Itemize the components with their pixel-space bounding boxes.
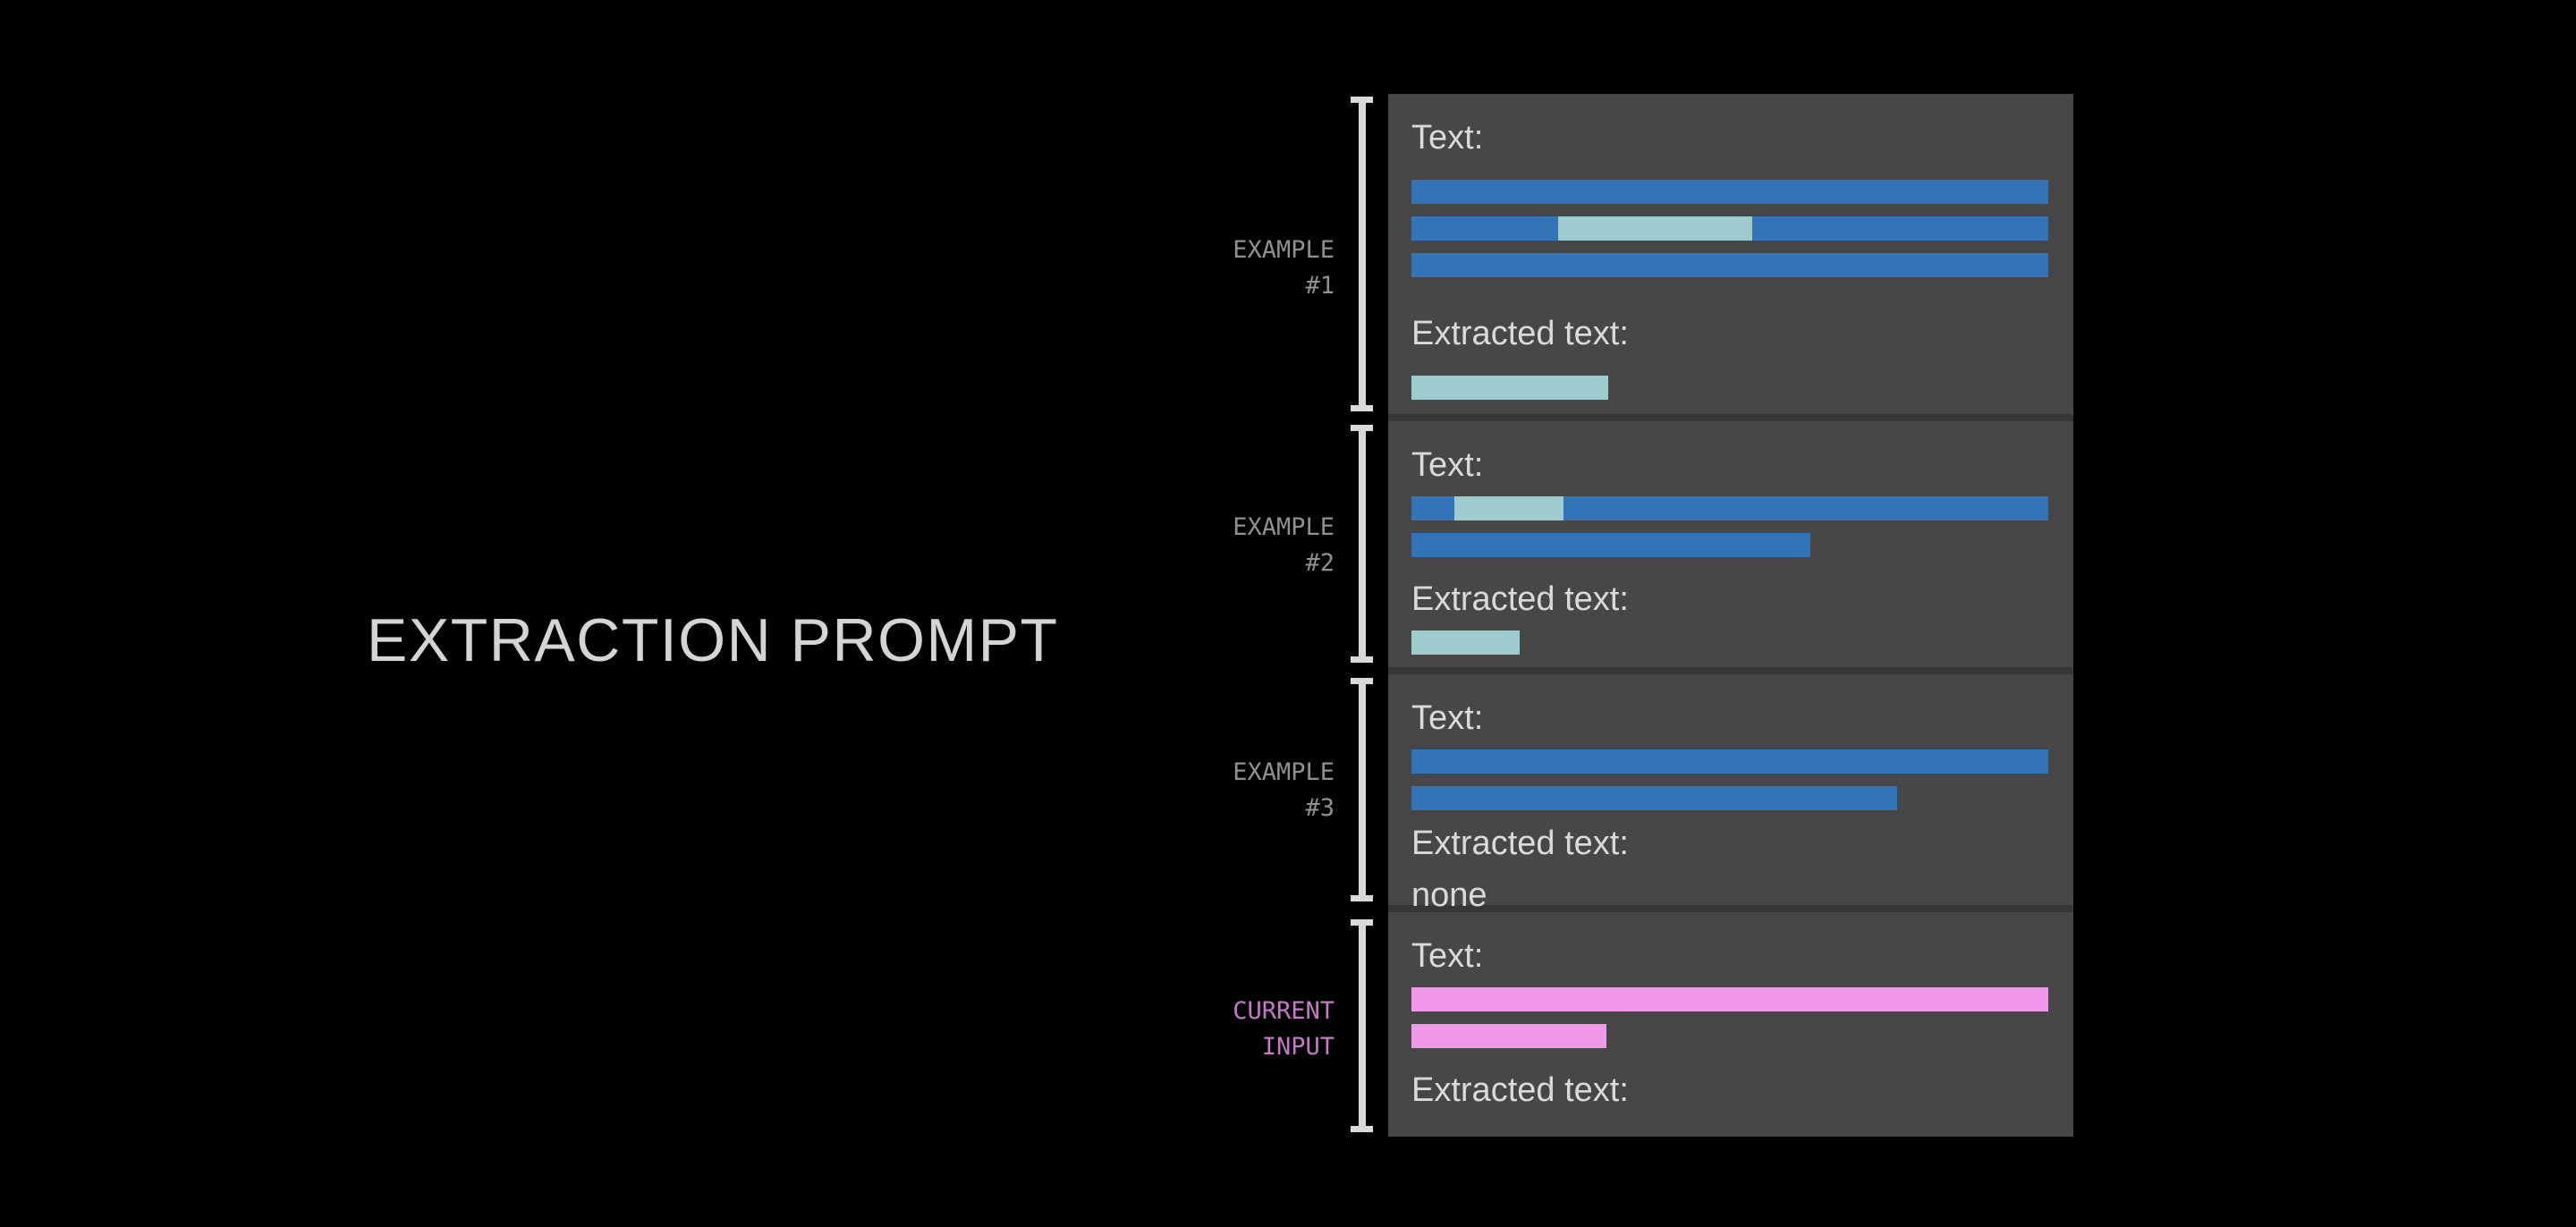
text-label: Text: <box>1411 699 1484 737</box>
section-label: EXAMPLE #3 <box>1233 755 1335 826</box>
blue-text-segment <box>1411 180 2048 204</box>
blue-text-segment <box>1411 749 2048 774</box>
section-label-line: EXAMPLE <box>1233 513 1335 541</box>
bracket-stem <box>1358 431 1366 656</box>
teal-text-segment <box>1558 216 1752 241</box>
pink-text-segment <box>1411 1024 1606 1048</box>
redacted-text-bar <box>1411 749 2073 774</box>
redacted-text-bar <box>1411 496 2073 520</box>
teal-text-segment <box>1454 496 1563 520</box>
bracket <box>1351 678 1373 901</box>
blue-text-segment <box>1411 216 1558 241</box>
section-label-line: CURRENT <box>1233 997 1335 1025</box>
example-panel: Text: Extracted text: <box>1388 94 2073 414</box>
extracted-text-label: Extracted text: <box>1411 1071 1629 1109</box>
blue-text-segment <box>1411 786 1897 810</box>
redacted-text-bar <box>1411 987 2073 1011</box>
redacted-text-bar <box>1411 1024 2073 1048</box>
blue-text-segment <box>1411 253 2048 277</box>
redacted-text-bar <box>1411 216 2073 241</box>
extracted-text-bar <box>1411 376 2073 400</box>
section-label: EXAMPLE #2 <box>1233 510 1335 581</box>
teal-text-segment <box>1411 376 1608 400</box>
redacted-text-bar <box>1411 533 2073 557</box>
teal-text-segment <box>1411 630 1520 655</box>
bracket <box>1351 919 1373 1132</box>
section-label-line: EXAMPLE <box>1233 758 1335 786</box>
section-label-line: #3 <box>1305 794 1335 822</box>
text-label: Text: <box>1411 119 1484 157</box>
bracket <box>1351 425 1373 663</box>
section-label-line: #2 <box>1305 549 1335 577</box>
extracted-text-bar <box>1411 630 2073 655</box>
bracket-stem <box>1358 684 1366 895</box>
redacted-text-bar <box>1411 253 2073 277</box>
bracket <box>1351 97 1373 411</box>
section-label-line: INPUT <box>1261 1033 1335 1061</box>
extracted-text-label: Extracted text: <box>1411 580 1629 618</box>
extracted-none-text: none <box>1411 876 1487 914</box>
text-label: Text: <box>1411 937 1484 975</box>
redacted-text-bar <box>1411 180 2073 204</box>
blue-text-segment <box>1563 496 2048 520</box>
extracted-text-label: Extracted text: <box>1411 315 1629 352</box>
blue-text-segment <box>1752 216 2048 241</box>
section-label: CURRENT INPUT <box>1233 994 1335 1065</box>
text-label: Text: <box>1411 446 1484 484</box>
pink-text-segment <box>1411 987 2048 1011</box>
example-panel: Text: Extracted text: <box>1388 421 2073 667</box>
bracket-stem <box>1358 926 1366 1126</box>
example-panel: Text: Extracted text: <box>1388 912 2073 1137</box>
bracket-stem <box>1358 103 1366 405</box>
blue-text-segment <box>1411 533 1810 557</box>
extracted-text-label: Extracted text: <box>1411 825 1629 862</box>
section-label: EXAMPLE #1 <box>1233 233 1335 304</box>
example-panel: Text: Extracted text: none <box>1388 674 2073 914</box>
redacted-text-bar <box>1411 786 2073 810</box>
section-label-line: EXAMPLE <box>1233 236 1335 264</box>
diagram-title: EXTRACTION PROMPT <box>367 606 1059 674</box>
blue-text-segment <box>1411 496 1454 520</box>
section-label-line: #1 <box>1305 272 1335 300</box>
